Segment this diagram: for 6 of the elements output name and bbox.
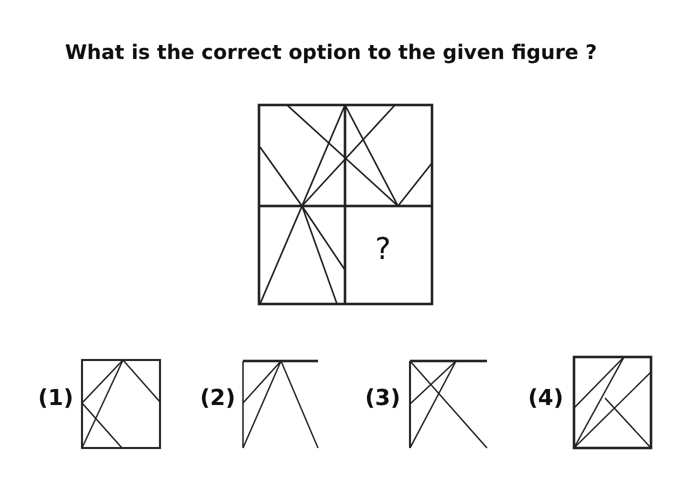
option-number: (3) — [365, 386, 400, 411]
option-number: (4) — [528, 386, 564, 411]
option-number: (1) — [38, 386, 74, 411]
option-number: (2) — [200, 386, 236, 411]
question-mark: ? — [375, 232, 391, 267]
question-title: What is the correct option to the given figure ? — [65, 40, 597, 64]
